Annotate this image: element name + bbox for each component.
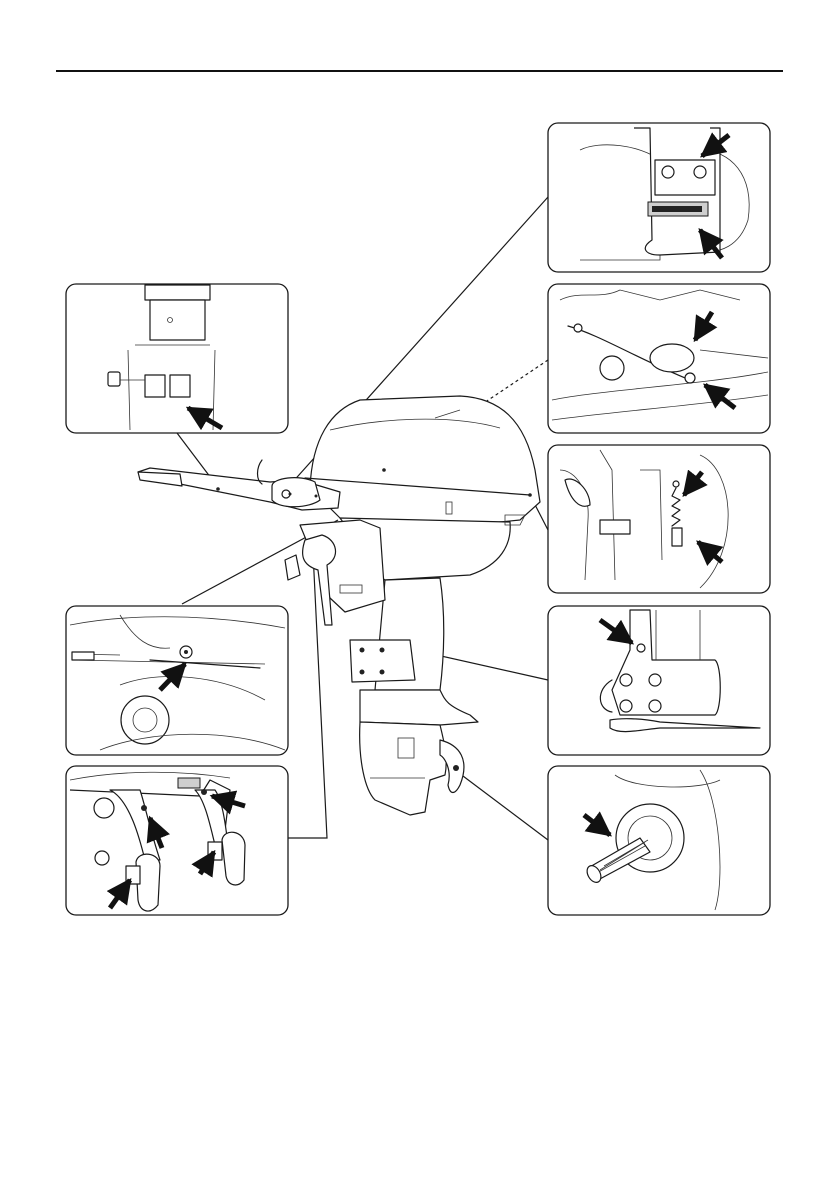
tiller-clamp-icon bbox=[145, 375, 165, 397]
detail-tilt-pivot bbox=[548, 606, 770, 755]
drive-shaft-housing bbox=[360, 690, 478, 725]
leader-propeller bbox=[455, 770, 548, 840]
tiller-pivot bbox=[272, 478, 320, 507]
detail-cowling-lever bbox=[548, 445, 770, 593]
detail-carburetor-linkage bbox=[548, 284, 770, 433]
grease-nipple-icon bbox=[637, 644, 645, 652]
swivel-bracket bbox=[350, 640, 415, 682]
detail-shift-linkage bbox=[66, 606, 288, 755]
detail-propeller-shaft bbox=[548, 766, 770, 915]
detail-clamp-screws bbox=[66, 766, 288, 915]
detail-steering-friction bbox=[548, 123, 770, 272]
gearcase bbox=[360, 722, 447, 815]
detail-tiller-handle bbox=[66, 284, 288, 433]
engine-cowling bbox=[310, 396, 540, 525]
